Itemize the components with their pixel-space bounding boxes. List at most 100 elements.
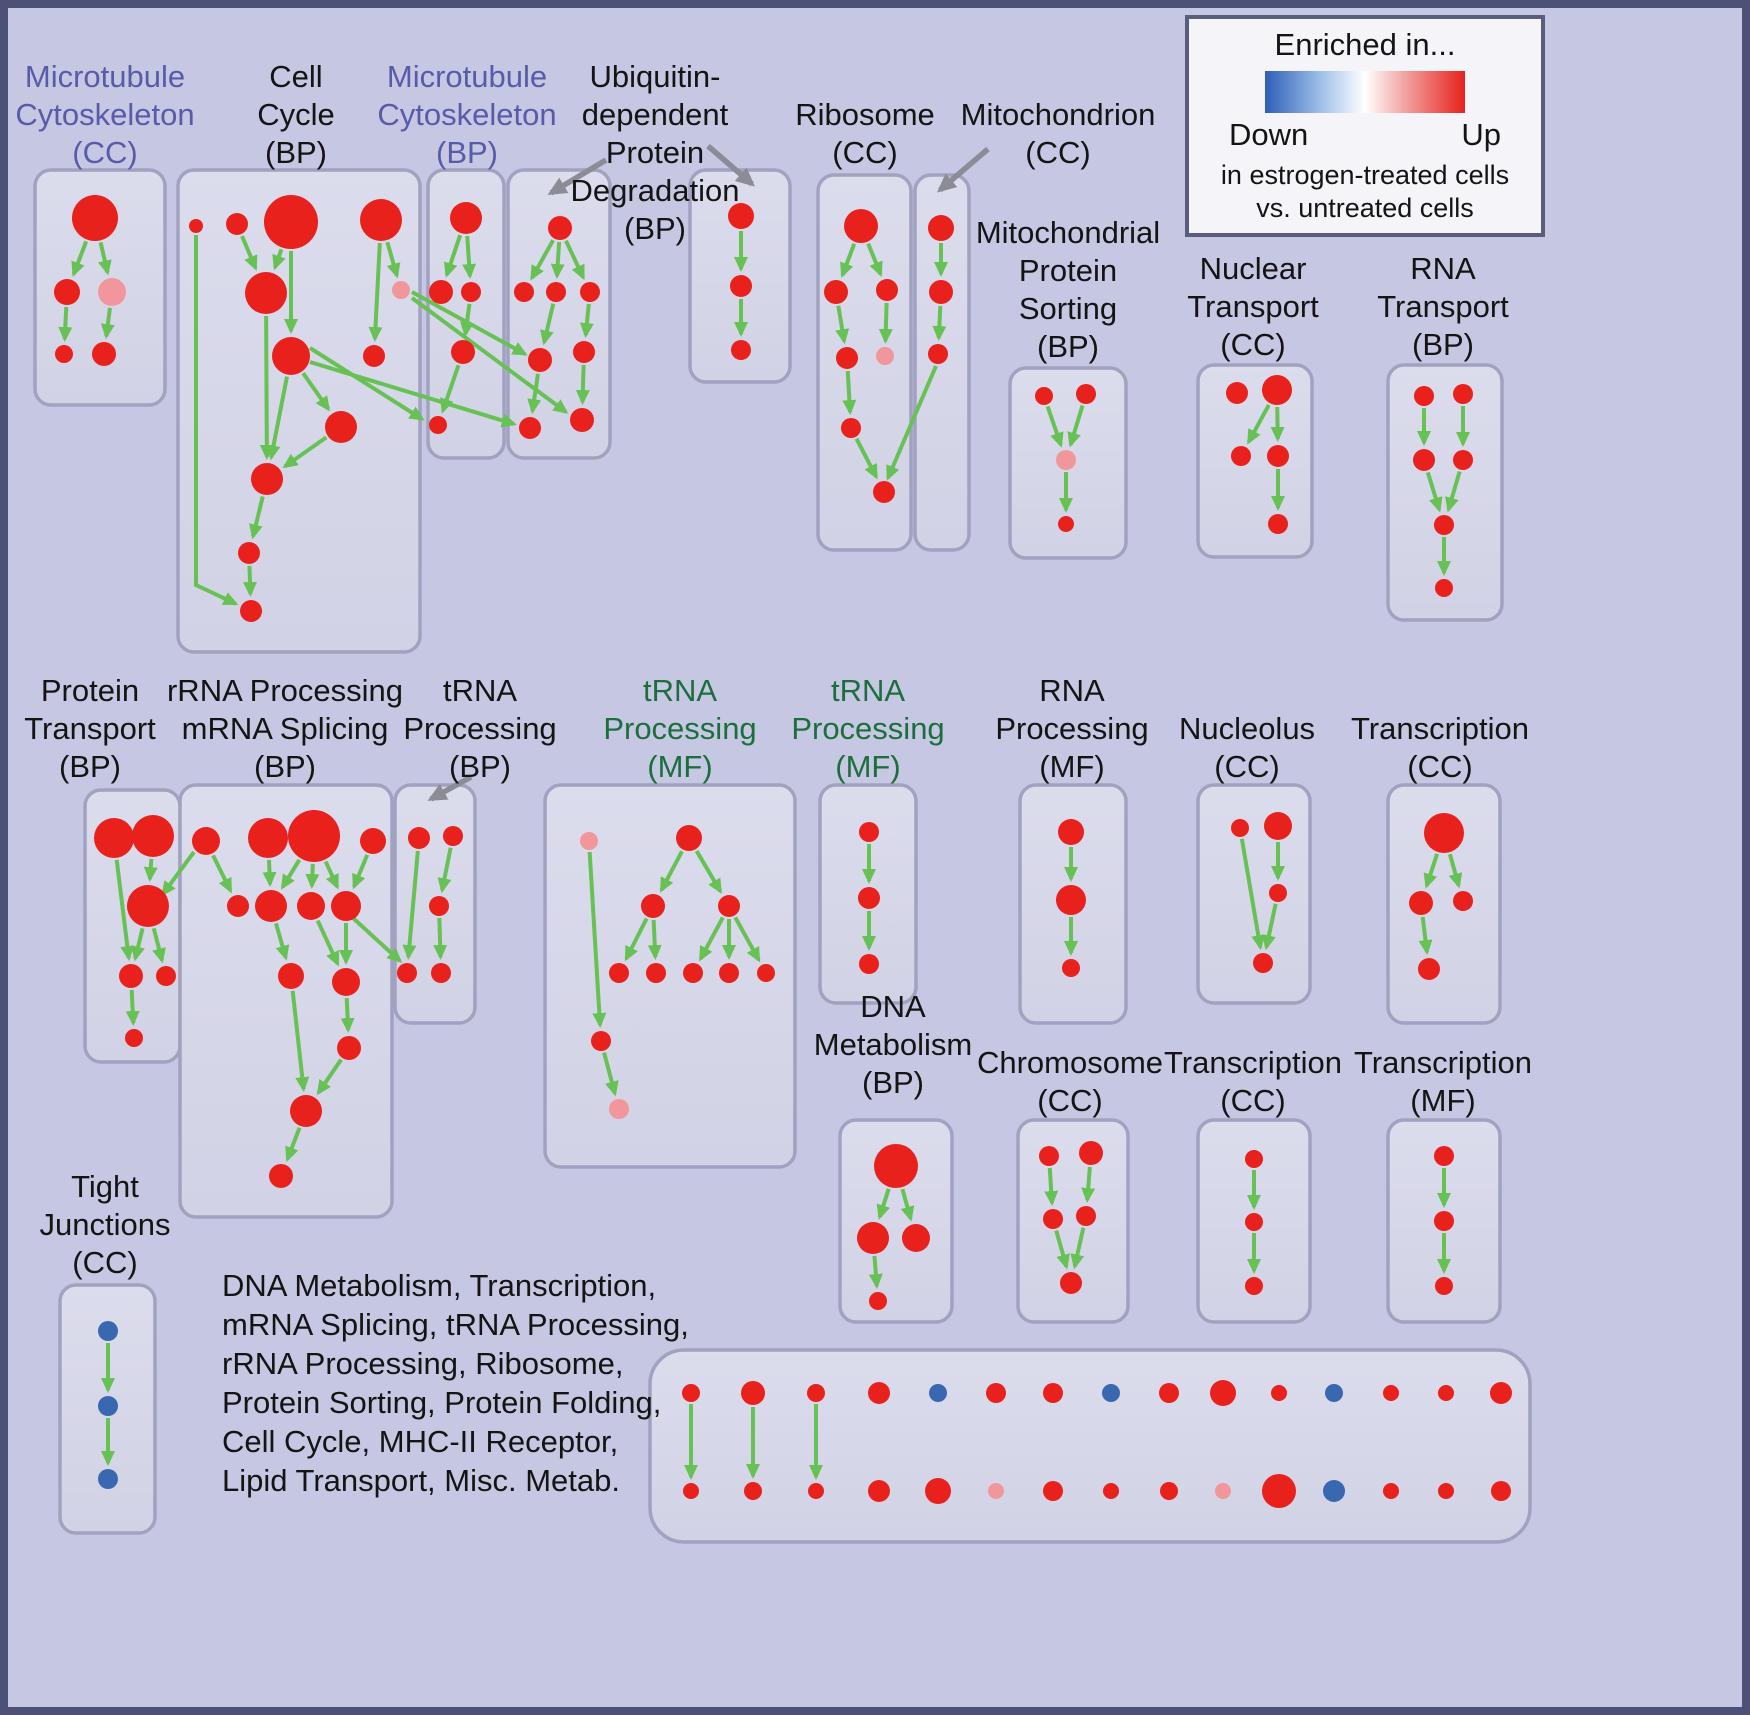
go-term-node (876, 347, 894, 365)
go-term-node (859, 822, 879, 842)
edge (125, 989, 140, 1027)
legend-title: Enriched in... (1274, 27, 1456, 62)
edge (530, 239, 555, 281)
group-box-nucleolus-cc (1196, 783, 1312, 1005)
go-term-node (925, 1478, 951, 1504)
go-term-node (986, 1383, 1006, 1403)
edge (151, 927, 166, 964)
edge (587, 851, 607, 1029)
go-term-node (1414, 386, 1434, 406)
go-term-node (744, 1482, 762, 1500)
go-term-node (728, 203, 754, 229)
go-term-node (290, 1095, 322, 1127)
legend-axis-labels: Down Up (1229, 117, 1501, 153)
edge (1067, 404, 1085, 448)
go-term-node (1056, 885, 1086, 915)
legend-subtitle-line1: in estrogen-treated cells (1220, 160, 1510, 190)
go-term-node (132, 815, 174, 857)
group-box-mixed-processes (648, 1348, 1532, 1544)
go-term-node (227, 895, 249, 917)
edge (280, 858, 302, 890)
legend-subtitle-line2: vs. untreated cells (1256, 193, 1474, 223)
go-term-node (240, 600, 262, 622)
go-term-node (360, 828, 386, 854)
cross-group-edge (410, 296, 569, 414)
go-term-node (1043, 1209, 1063, 1229)
go-term-node (807, 1384, 825, 1402)
go-term-node (337, 1036, 361, 1060)
go-term-node (730, 275, 752, 297)
edge (249, 496, 265, 540)
go-term-node (1453, 891, 1473, 911)
go-term-node (360, 199, 402, 241)
go-term-node (451, 340, 475, 364)
go-term-node (609, 1099, 629, 1119)
go-term-node (609, 963, 629, 983)
go-term-node (245, 272, 287, 314)
go-term-node (189, 219, 203, 233)
legend-gradient-bar (1265, 71, 1465, 113)
go-term-node (1434, 515, 1454, 535)
go-term-node (1160, 1482, 1178, 1500)
edge (368, 242, 383, 343)
edge (540, 303, 556, 346)
go-term-node (278, 963, 304, 989)
go-term-node (1215, 1483, 1231, 1499)
annotation-arrow (936, 146, 990, 193)
go-term-node (591, 1031, 611, 1051)
go-term-node (1271, 1385, 1287, 1401)
go-term-node (1058, 516, 1074, 532)
go-term-node (836, 347, 858, 369)
edge (527, 373, 542, 415)
edge (1445, 470, 1462, 513)
edge (1447, 853, 1463, 889)
edge (579, 303, 594, 339)
edge (315, 919, 340, 967)
group-box-nuclear-transport-cc (1196, 363, 1314, 559)
cross-group-edge (886, 365, 938, 481)
go-term-node (1424, 813, 1464, 853)
go-term-node (1076, 384, 1096, 404)
go-term-node (857, 1222, 889, 1254)
go-term-node (1245, 1277, 1263, 1295)
go-term-node (55, 345, 73, 363)
group-box-microtubule-cytoskeleton-bp (426, 168, 506, 460)
go-term-node (1102, 1384, 1120, 1402)
go-term-node (546, 282, 566, 302)
go-term-node (876, 279, 898, 301)
go-term-node (238, 542, 260, 564)
go-term-node (646, 963, 666, 983)
go-term-node (408, 827, 430, 849)
go-term-node (580, 832, 598, 850)
go-term-node (248, 818, 288, 858)
go-term-node (929, 280, 953, 304)
edge (443, 234, 463, 278)
edge (266, 376, 289, 461)
go-term-node (824, 280, 848, 304)
go-term-node (392, 281, 410, 299)
go-term-node (1103, 1483, 1119, 1499)
edge (1239, 838, 1266, 951)
go-term-node (1159, 1383, 1179, 1403)
go-term-node (397, 963, 417, 983)
annotation-arrow (706, 143, 756, 187)
go-term-node (1231, 819, 1249, 837)
go-term-node (429, 280, 453, 304)
go-term-node (192, 827, 220, 855)
edge (647, 919, 662, 961)
edge (1081, 1166, 1096, 1204)
go-term-node (98, 1396, 118, 1416)
go-term-node (808, 1483, 824, 1499)
edge (1262, 903, 1278, 951)
edge (131, 927, 145, 962)
edge (602, 1052, 619, 1097)
go-term-node (1253, 953, 1273, 973)
go-term-node (519, 417, 541, 439)
go-term-node (54, 279, 80, 305)
edge (402, 850, 420, 961)
go-term-node (332, 968, 360, 996)
go-term-node (928, 344, 948, 364)
edge (698, 916, 725, 962)
edge (624, 917, 649, 962)
legend-up-label: Up (1461, 117, 1501, 152)
